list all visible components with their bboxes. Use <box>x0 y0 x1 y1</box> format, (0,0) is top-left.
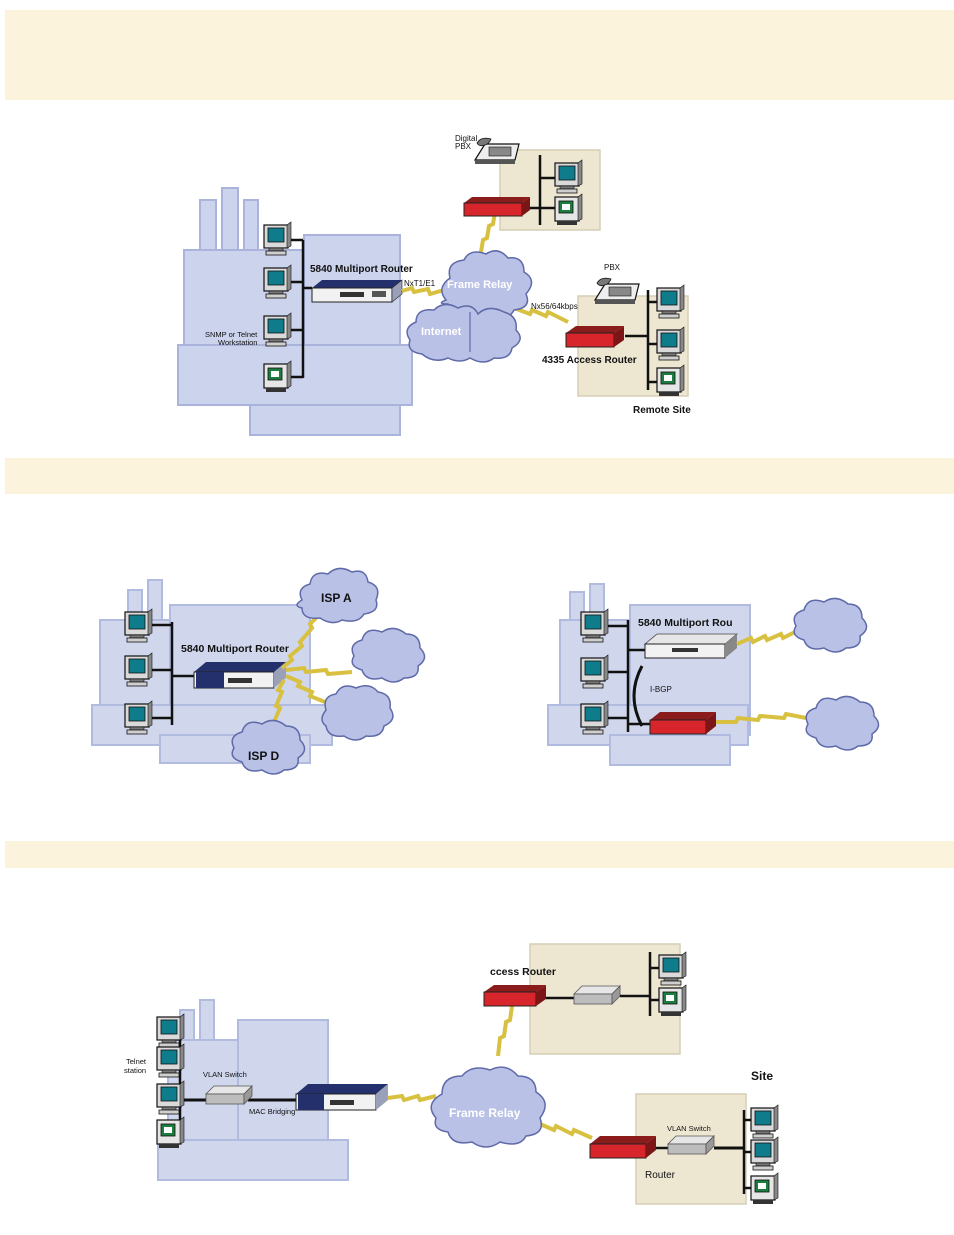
workstation-icon <box>750 1136 779 1171</box>
router-remote-label: Router <box>645 1170 676 1181</box>
pbx-icon <box>594 277 640 305</box>
vlan-switch-remote-label: VLAN Switch <box>667 1124 711 1133</box>
router-4335-label: 4335 Access Router <box>542 355 637 366</box>
isp-a-label: ISP A <box>321 591 352 605</box>
vlan-switch-label: VLAN Switch <box>203 1070 247 1079</box>
router-remote-icon <box>589 1136 656 1159</box>
site-label: Site <box>751 1069 773 1083</box>
router-5840-label: 5840 Multiport Rou <box>638 617 733 629</box>
ibgp-label: I-BGP <box>650 685 672 694</box>
telnet-label-1: Telnet <box>126 1057 147 1066</box>
telnet-label-2: station <box>124 1066 146 1075</box>
router-4335-icon <box>565 326 624 348</box>
upper-link <box>736 630 796 646</box>
terminal-icon <box>656 364 685 397</box>
nxt1e1-label: NxT1/E1 <box>404 279 436 288</box>
switch-icon <box>573 985 621 1005</box>
snmp-label-1: SNMP or Telnet <box>205 330 258 339</box>
header-band-2 <box>5 458 954 494</box>
nxt1-link <box>401 285 445 297</box>
isp-c-link <box>285 674 331 706</box>
fr-link-top <box>496 1005 514 1057</box>
isp-b-cloud <box>351 627 426 683</box>
fr-link-right <box>539 1122 593 1140</box>
frame-relay-label: Frame Relay <box>447 279 513 291</box>
header-band-1 <box>5 10 954 100</box>
router-5840-label: 5840 Multiport Router <box>181 643 289 655</box>
terminal-icon <box>263 360 292 393</box>
isp-d-link <box>272 678 286 723</box>
remote-building-top <box>499 149 601 231</box>
frame-relay-cloud-bottom <box>430 1066 546 1148</box>
upper-cloud <box>793 597 868 653</box>
digital-pbx-icon <box>474 137 520 165</box>
remote-site-label: Remote Site <box>633 405 691 416</box>
digital-pbx-label-2: PBX <box>455 142 472 151</box>
main-building <box>177 187 413 436</box>
terminal-icon <box>156 1116 185 1149</box>
building-middle-right <box>547 583 751 766</box>
fr-link-top <box>479 211 497 253</box>
router-5840-icon <box>193 662 286 689</box>
access-router-label: ccess Router <box>490 966 556 978</box>
access-router-top-icon <box>483 985 546 1007</box>
internet-cloud <box>406 303 521 363</box>
isp-c-cloud <box>321 685 394 741</box>
workstation-icon <box>750 1104 779 1139</box>
fr-link-left <box>387 1093 437 1103</box>
internet-label: Internet <box>421 326 462 338</box>
ibgp-arc <box>632 665 644 727</box>
header-band-3 <box>5 841 954 868</box>
vlan-switch-icon <box>205 1085 253 1105</box>
digital-pbx-label-1: Digital <box>455 134 477 143</box>
nx56-link <box>513 306 569 324</box>
router-5840-icon <box>295 1084 388 1111</box>
isp-b-link <box>285 665 353 677</box>
pbx-label: PBX <box>604 263 621 272</box>
router-5840-label: 5840 Multiport Router <box>310 264 413 275</box>
vlan-switch-icon <box>667 1135 715 1155</box>
terminal-icon <box>554 193 583 226</box>
terminal-icon <box>750 1172 779 1205</box>
isp-d-label: ISP D <box>248 749 279 763</box>
isp-d-cloud <box>231 719 306 775</box>
lower-link <box>716 711 807 724</box>
nx56-label: Nx56/64kbps <box>531 302 578 311</box>
router-5840-icon <box>311 279 403 303</box>
isp-a-link <box>280 610 324 670</box>
lower-cloud <box>805 695 880 751</box>
access-router-top-icon <box>463 197 530 217</box>
router-5840-icon <box>643 633 739 659</box>
snmp-label-2: Workstation <box>218 338 257 347</box>
mac-bridging-label: MAC Bridging <box>249 1107 295 1116</box>
access-router-icon <box>649 712 716 735</box>
frame-relay-label: Frame Relay <box>449 1106 521 1120</box>
isp-a-cloud <box>296 567 379 624</box>
terminal-icon <box>658 984 687 1017</box>
